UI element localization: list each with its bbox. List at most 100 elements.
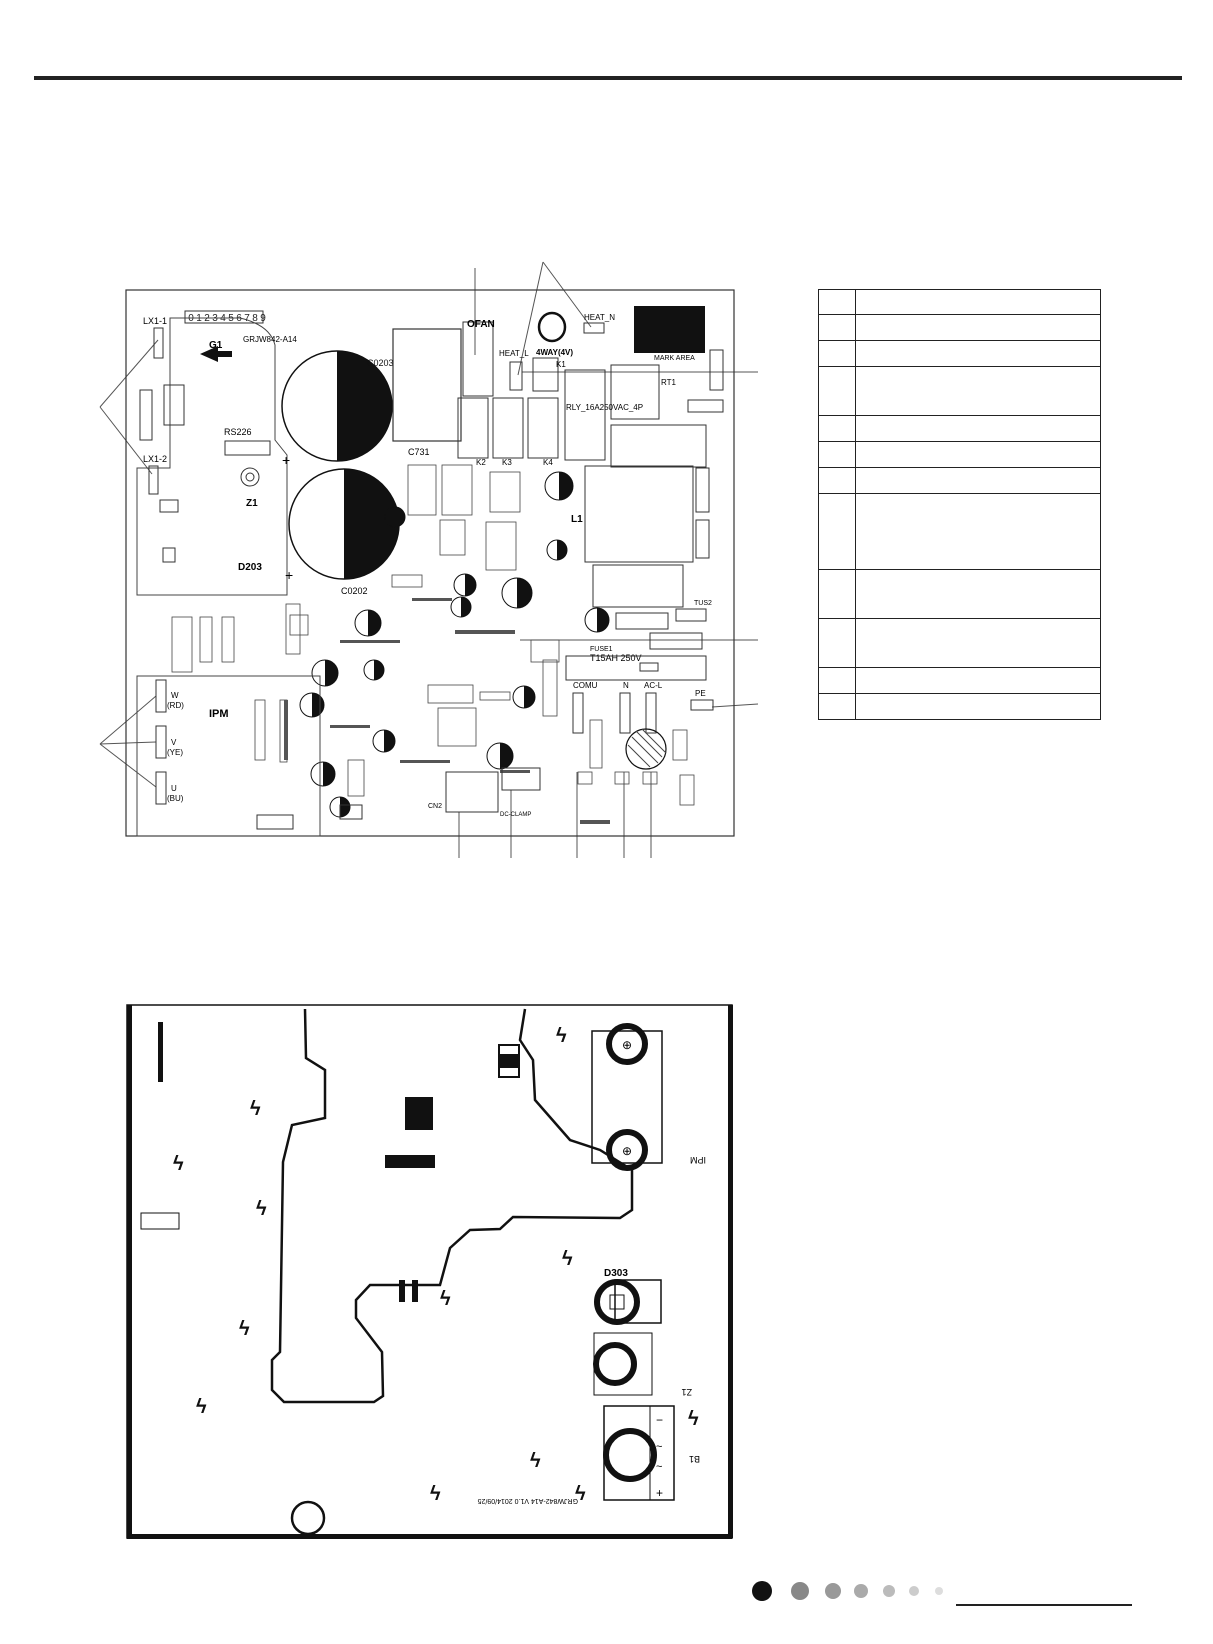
port-ofan-label: OFAN — [467, 319, 495, 330]
component-ipm: IPM — [209, 708, 229, 720]
legend-cell-number — [818, 693, 856, 720]
fuse-rating: T15AH 250V — [590, 653, 642, 663]
legend-cell-description — [855, 289, 1101, 315]
arrow-icon — [200, 346, 232, 362]
fuse-designator: FUSE1 — [590, 646, 613, 653]
legend-cell-description — [855, 618, 1101, 668]
page-dot — [883, 1585, 895, 1597]
header-rule — [34, 76, 1182, 80]
ipm-mirror-label: IPM — [690, 1155, 706, 1165]
mount-hole-icon — [537, 311, 567, 343]
svg-text:ϟ: ϟ — [239, 1318, 250, 1340]
component-l1: L1 — [571, 514, 583, 525]
component-d203: D203 — [238, 562, 262, 573]
port-dc-clamp-label: DC-CLAMP — [500, 812, 531, 818]
phase-u-letter: U — [171, 784, 177, 793]
component-z1: Z1 — [246, 498, 258, 509]
legend-cell-description — [855, 467, 1101, 494]
page-dot-active — [752, 1581, 772, 1601]
component-c0202-label: C0202 — [341, 586, 368, 596]
legend-cell-description — [855, 340, 1101, 367]
legend-cell-number — [818, 366, 856, 416]
mark-8: 8 — [252, 313, 258, 324]
svg-text:~: ~ — [656, 1461, 662, 1473]
relay-label: RLY_16A250VAC_4P — [566, 403, 643, 412]
svg-text:ϟ: ϟ — [196, 1396, 207, 1418]
component-k4: K4 — [543, 458, 553, 467]
port-lx1-2-label: LX1-2 — [143, 454, 167, 464]
port-4way-label: 4WAY(4V) — [536, 348, 573, 357]
legend-cell-description — [855, 441, 1101, 468]
svg-text:ϟ: ϟ — [530, 1450, 541, 1472]
port-cn2-label: CN2 — [428, 803, 442, 810]
port-heat-n-label: HEAT_N — [584, 313, 615, 322]
legend-cell-number — [818, 314, 856, 341]
port-comu-label: COMU — [573, 681, 598, 690]
phase-w-letter: W — [171, 691, 179, 700]
mark-area-label: MARK AREA — [654, 355, 695, 362]
svg-text:ϟ: ϟ — [173, 1153, 184, 1175]
svg-text:ϟ: ϟ — [688, 1408, 699, 1430]
capacitor-c0202 — [288, 468, 400, 580]
legend-cell-description — [855, 415, 1101, 442]
mark-9: 9 — [260, 313, 266, 324]
phase-v-letter: V — [171, 738, 177, 747]
component-d303-label: D303 — [604, 1268, 628, 1279]
model-label: GRJW842-A14 — [243, 335, 297, 344]
component-c0203-label: C0203 — [367, 358, 394, 368]
svg-text:−: − — [656, 1413, 663, 1427]
legend-cell-number — [818, 289, 856, 315]
page-dot — [791, 1582, 809, 1600]
svg-text:⊕: ⊕ — [622, 1038, 632, 1052]
component-z1-mirror: Z1 — [681, 1387, 692, 1397]
port-pe-label: PE — [695, 689, 706, 698]
component-g1: G1 — [209, 340, 223, 351]
ic-pad — [405, 1097, 433, 1130]
legend-cell-number — [818, 618, 856, 668]
page-indicator — [752, 1581, 943, 1601]
port-n-label: N — [623, 681, 629, 690]
svg-text:⊕: ⊕ — [622, 1144, 632, 1158]
legend-cell-number — [818, 667, 856, 694]
port-ac-l-label: AC-L — [644, 681, 663, 690]
svg-text:ϟ: ϟ — [250, 1098, 261, 1120]
mark-7: 7 — [244, 313, 250, 324]
board-code-mirror: GRJW842-A14 V1.0 2014/09/25 — [477, 1497, 578, 1504]
component-rt1: RT1 — [661, 378, 677, 387]
component-k1: K1 — [556, 360, 566, 369]
legend-cell-description — [855, 314, 1101, 341]
page-dot — [935, 1587, 943, 1595]
port-lx1-1-label: LX1-1 — [143, 316, 167, 326]
component-rs226: RS226 — [224, 427, 252, 437]
legend-cell-number — [818, 569, 856, 619]
legend-cell-number — [818, 415, 856, 442]
svg-text:ϟ: ϟ — [440, 1288, 451, 1310]
legend-cell-description — [855, 366, 1101, 416]
legend-cell-description — [855, 569, 1101, 619]
legend-cell-description — [855, 693, 1101, 720]
port-heat-l-label: HEAT_L — [499, 349, 529, 358]
capacitor-c0203 — [281, 350, 393, 462]
varistor-icon — [625, 728, 667, 770]
component-tus2: TUS2 — [694, 600, 712, 607]
svg-text:ϟ: ϟ — [256, 1198, 267, 1220]
svg-text:ϟ: ϟ — [575, 1483, 586, 1505]
svg-text:~: ~ — [656, 1441, 662, 1453]
component-k2: K2 — [476, 458, 486, 467]
component-b1-mirror: B1 — [689, 1454, 700, 1464]
legend-cell-number — [818, 441, 856, 468]
phase-u-color: (BU) — [167, 794, 184, 803]
digit-strip — [184, 310, 264, 324]
component-k3: K3 — [502, 458, 512, 467]
page-dot — [825, 1583, 841, 1599]
legend-cell-number — [818, 467, 856, 494]
page-dot — [854, 1584, 868, 1598]
svg-text:+: + — [285, 567, 293, 583]
svg-text:ϟ: ϟ — [430, 1483, 441, 1505]
phase-v-color: (YE) — [167, 748, 183, 757]
footer-rule — [956, 1604, 1132, 1606]
svg-text:ϟ: ϟ — [556, 1025, 567, 1047]
svg-text:+: + — [656, 1486, 663, 1500]
mark-area-block — [634, 306, 705, 353]
lightning-marks: ϟ ϟ ϟ ϟ ϟ ϟ ϟ ϟ ϟ ϟ ϟ ϟ — [173, 1025, 699, 1505]
